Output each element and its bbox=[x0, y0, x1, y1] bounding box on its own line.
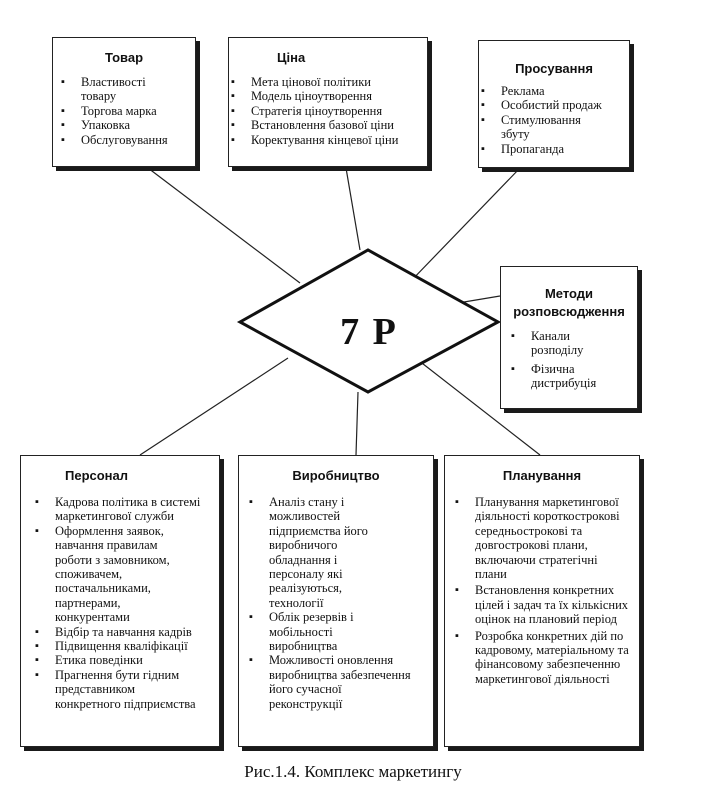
box-vyrobnytstvo-list: Аналіз стану і можливостей підприємства … bbox=[239, 495, 433, 711]
box-metody: Методи розповсюдження Канали розподілу Ф… bbox=[500, 266, 638, 409]
list-item: Підвищення кваліфікації bbox=[35, 639, 219, 654]
list-item: Прагнення бути гідним представником конк… bbox=[35, 668, 200, 711]
list-item: Кадрова політика в системі маркетингової… bbox=[35, 495, 215, 524]
list-item: Мета цінової політики bbox=[231, 75, 427, 90]
box-metody-title: Методи розповсюдження bbox=[501, 285, 637, 321]
list-item: Канали розподілу bbox=[511, 329, 601, 358]
box-prosuvannia-title: Просування bbox=[515, 61, 593, 76]
list-item: Аналіз стану і можливостей підприємства … bbox=[249, 495, 394, 610]
list-item: Властивості товару bbox=[61, 75, 171, 104]
list-item: Особистий продаж bbox=[481, 98, 629, 113]
list-item: Етика поведінки bbox=[35, 653, 219, 668]
center-label: 7 P bbox=[340, 311, 398, 353]
box-tsina-list: Мета цінової політики Модель ціноутворен… bbox=[229, 75, 427, 147]
box-metody-title-line1: Методи bbox=[544, 286, 594, 301]
box-tovar: Товар Властивості товару Торгова марка У… bbox=[52, 37, 196, 167]
box-planuvannia-title: Планування bbox=[502, 468, 582, 483]
list-item: Можливості оновлення виробництва забезпе… bbox=[249, 653, 414, 711]
box-vyrobnytstvo-title: Виробництво bbox=[292, 468, 380, 483]
list-item: Планування маркетингової діяльності коро… bbox=[455, 495, 630, 581]
box-planuvannia: Планування Планування маркетингової діял… bbox=[444, 455, 640, 747]
connector-planuvannia bbox=[417, 359, 541, 456]
list-item: Модель ціноутворення bbox=[231, 89, 427, 104]
box-personal: Персонал Кадрова політика в системі марк… bbox=[20, 455, 220, 747]
box-personal-list: Кадрова політика в системі маркетингової… bbox=[21, 495, 219, 711]
connector-personal bbox=[139, 357, 289, 456]
connector-tovar bbox=[147, 167, 301, 284]
connector-tsina bbox=[345, 167, 361, 251]
center-diamond bbox=[236, 248, 502, 394]
box-personal-title: Персонал bbox=[65, 468, 129, 483]
list-item: Фізична дистрибуція bbox=[511, 362, 621, 391]
list-item: Стратегія ціноутворення bbox=[231, 104, 427, 119]
box-metody-list: Канали розподілу Фізична дистрибуція bbox=[501, 329, 637, 391]
list-item: Встановлення конкретних цілей і задач та… bbox=[455, 583, 630, 626]
list-item: Коректування кінцевої ціни bbox=[231, 133, 427, 148]
list-item: Реклама bbox=[481, 84, 629, 99]
list-item: Обслуговування bbox=[61, 133, 195, 148]
list-item: Облік резервів і мобільності виробництва bbox=[249, 610, 394, 653]
connector-vyrobnytstvo bbox=[355, 391, 359, 456]
box-tsina: Ціна Мета цінової політики Модель ціноут… bbox=[228, 37, 428, 167]
list-item: Торгова марка bbox=[61, 104, 195, 119]
box-tovar-list: Властивості товару Торгова марка Упаковк… bbox=[53, 75, 195, 147]
box-metody-title-line2: розповсюдження bbox=[513, 304, 625, 319]
list-item: Оформлення заявок, навчання правилам роб… bbox=[35, 524, 195, 625]
box-planuvannia-list: Планування маркетингової діяльності коро… bbox=[445, 495, 639, 686]
list-item: Стимулювання збуту bbox=[481, 113, 601, 142]
box-prosuvannia: Просування Реклама Особистий продаж Стим… bbox=[478, 40, 630, 168]
box-vyrobnytstvo: Виробництво Аналіз стану і можливостей п… bbox=[238, 455, 434, 747]
box-tovar-title: Товар bbox=[104, 50, 144, 65]
box-tsina-title: Ціна bbox=[277, 50, 306, 65]
list-item: Розробка конкретних дій по кадровому, ма… bbox=[455, 629, 635, 687]
list-item: Упаковка bbox=[61, 118, 195, 133]
list-item: Відбір та навчання кадрів bbox=[35, 625, 219, 640]
list-item: Пропаганда bbox=[481, 142, 629, 157]
figure-caption: Рис.1.4. Комплекс маркетингу bbox=[244, 762, 462, 781]
connector-prosuvannia bbox=[407, 167, 521, 285]
list-item: Встановлення базової ціни bbox=[231, 118, 427, 133]
box-prosuvannia-list: Реклама Особистий продаж Стимулювання зб… bbox=[479, 84, 629, 156]
